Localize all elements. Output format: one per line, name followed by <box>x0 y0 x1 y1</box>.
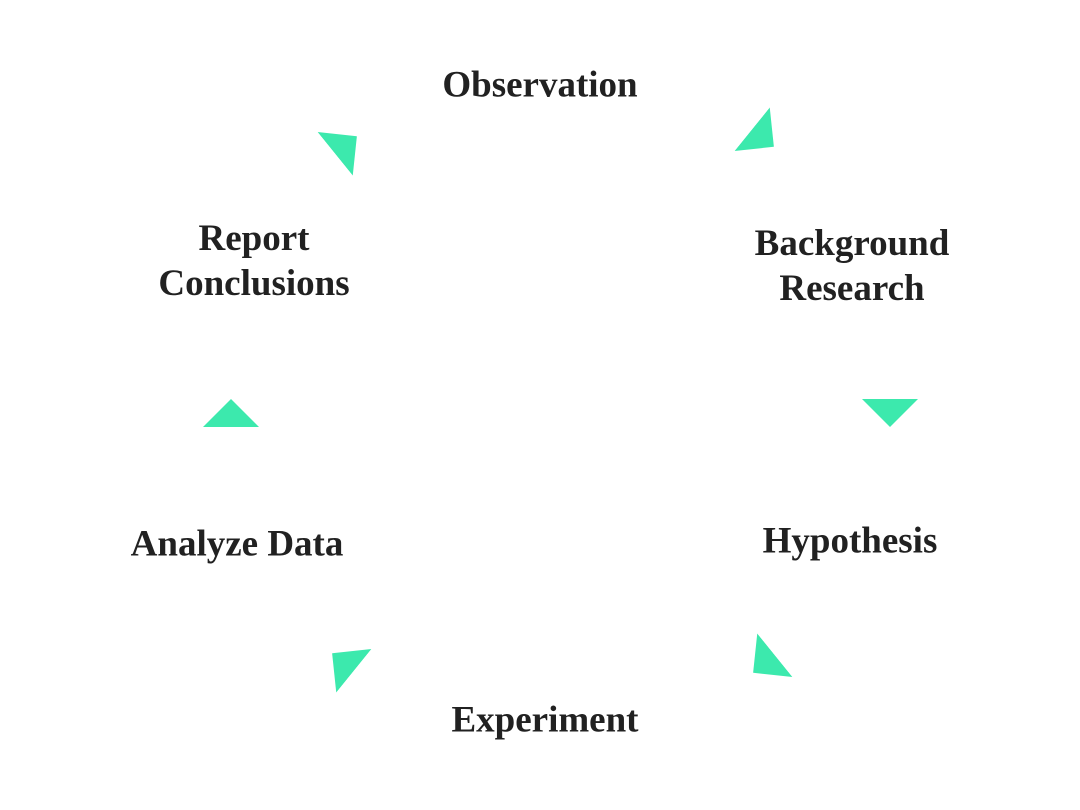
step-label-report-conclusions: Report Conclusions <box>158 217 350 304</box>
step-label-background-research: Background Research <box>754 222 950 309</box>
arrow-hypothesis-to-experiment-icon <box>735 633 792 694</box>
arrow-observation-to-background-research-icon <box>734 107 791 168</box>
arrow-report-conclusions-to-observation-icon <box>317 114 374 175</box>
arrow-analyze-data-to-report-conclusions-icon <box>203 399 259 427</box>
step-label-analyze-data: Analyze Data <box>130 523 344 565</box>
step-label-observation: Observation <box>442 64 638 106</box>
arrow-experiment-to-analyze-data-icon <box>314 631 371 692</box>
step-label-experiment: Experiment <box>451 699 639 741</box>
step-label-hypothesis: Hypothesis <box>762 520 938 562</box>
arrow-background-research-to-hypothesis-icon <box>862 399 918 427</box>
